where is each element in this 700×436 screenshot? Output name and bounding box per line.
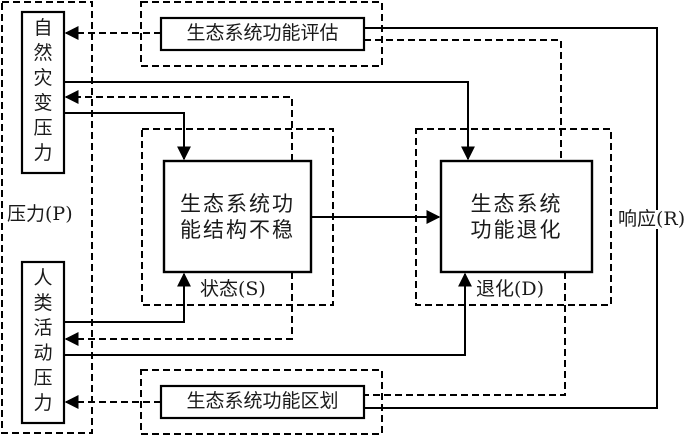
state-group-label: 状态(S) [200,278,266,300]
degradation-box-line1: 生态系统 [470,192,563,216]
vertical-char: 变 [33,92,53,114]
natural-pressure-label: 自然灾变压力 [32,16,54,166]
zoning-label: 生态系统功能区划 [186,390,339,412]
human-pressure-label: 人类活动压力 [32,266,54,416]
human-pressure-box [20,260,66,425]
edge-natural-to-degradation [64,81,475,161]
vertical-char: 类 [33,292,53,314]
vertical-char: 灾 [33,67,53,89]
edge-degradation-to-zoning [364,272,566,396]
vertical-char: 然 [33,42,53,64]
edge-evaluation-response [364,27,658,238]
evaluation-group-frame [140,1,383,67]
natural-pressure-box [20,10,66,175]
pressure-group-frame [1,1,93,434]
state-box-line1: 生态系统功 [180,192,295,216]
vertical-char: 动 [33,342,53,364]
degradation-group-label: 退化(D) [476,278,545,300]
vertical-char: 压 [33,367,53,389]
vertical-char: 力 [33,392,53,414]
degradation-box-line2: 功能退化 [470,218,563,242]
vertical-char: 压 [33,117,53,139]
edge-state-to-natural [64,90,293,161]
edge-evaluation-to-degradation [364,39,562,161]
state-box-label: 生态系统功 能结构不稳 [164,191,311,243]
degradation-box-label: 生态系统 功能退化 [441,191,592,243]
edge-human-to-degradation [64,272,472,356]
edge-zoning-response [364,238,658,409]
degradation-box [439,159,594,274]
vertical-char: 力 [33,142,53,164]
state-box-line2: 能结构不稳 [180,218,295,242]
evaluation-label: 生态系统功能评估 [186,22,339,44]
edge-human-to-state [64,272,191,323]
vertical-char: 自 [33,17,53,39]
vertical-char: 活 [33,317,53,339]
edge-state-to-human [64,272,293,346]
edge-natural-to-state [64,112,191,161]
vertical-char: 人 [33,267,53,289]
response-group-label: 响应(R) [618,208,686,230]
zoning-group-frame [140,369,383,435]
pressure-group-label: 压力(P) [7,203,73,225]
